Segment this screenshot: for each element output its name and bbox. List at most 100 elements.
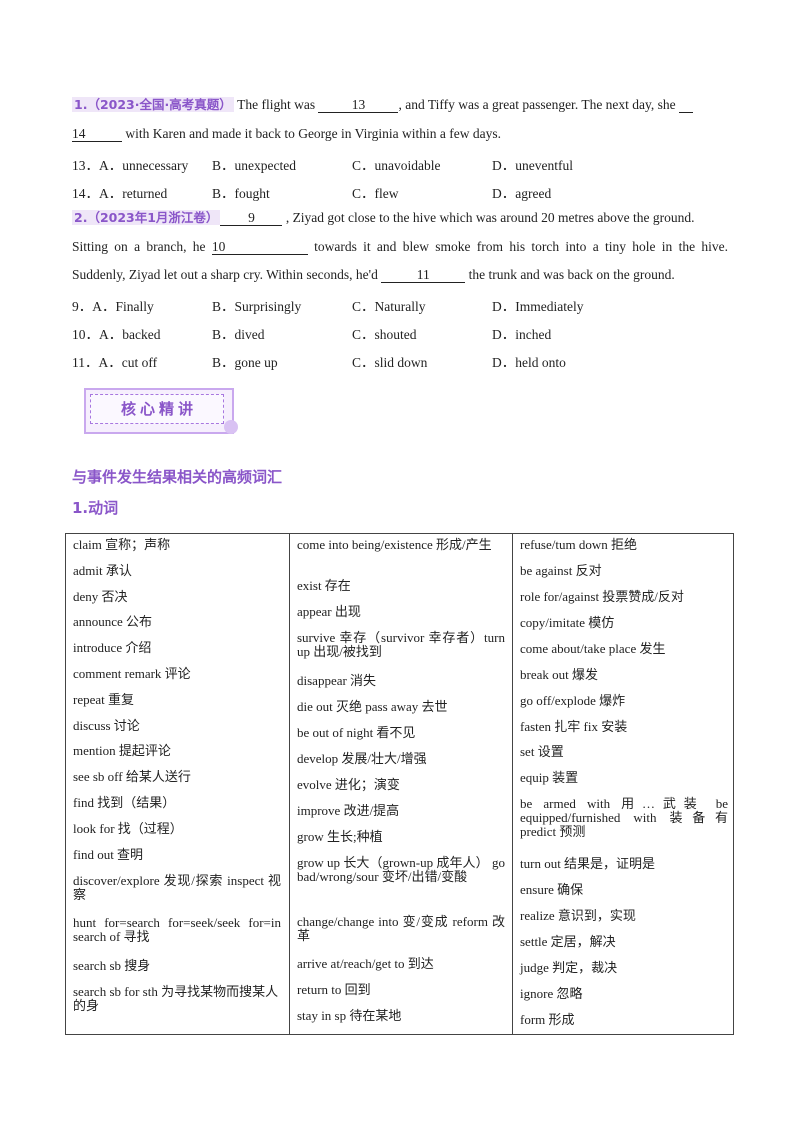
vocab-entry: evolve 进化；演变 [297, 777, 400, 792]
vocab-entry: arrive at/reach/get to 到达 [297, 956, 434, 971]
option-a: A．cut off [98, 355, 158, 370]
option-row-9: 9．A．Finally [72, 295, 154, 315]
vocab-entry: develop 发展/壮大/增强 [297, 751, 427, 766]
vocab-entry: hunt for=search for=seek/seek for=in sea… [73, 915, 281, 944]
option-a: A．backed [99, 327, 161, 342]
option-d: D．inched [492, 327, 552, 342]
option-row-14: 14．A．returned [72, 182, 167, 202]
option-b: B．fought [212, 186, 270, 201]
vocab-entry: settle 定居，解决 [520, 934, 616, 949]
vocab-entry: repeat 重复 [73, 692, 135, 707]
question-2-text-d: Suddenly, Ziyad let out a sharp cry. Wit… [72, 267, 378, 282]
option-a: A．unnecessary [99, 158, 189, 173]
question-1-text-a: The flight was [237, 97, 316, 112]
question-1-line-2: 14 with Karen and made it back to George… [72, 126, 501, 142]
blank-13: 13 [318, 98, 399, 113]
option-c: C．shouted [352, 327, 417, 342]
vocab-table: claim 宣称；声称 admit 承认 deny 否决 announce 公布… [65, 533, 734, 1035]
vocab-entry: role for/against 投票赞成/反对 [520, 589, 684, 604]
question-2-text-c: towards it and blew smoke from his torch… [314, 239, 728, 254]
blank-14-start: ​ [679, 98, 694, 113]
vocab-entry: exist 存在 [297, 578, 351, 593]
option-b: B．Surprisingly [212, 299, 302, 314]
option-a: A．Finally [92, 299, 154, 314]
question-1-line-1: 1.（2023·全国·高考真题） The flight was 13, and … [72, 97, 728, 113]
vocab-entry: grow 生长;种植 [297, 829, 383, 844]
option-row-13: 13．A．unnecessary [72, 154, 188, 174]
vocab-entry: admit 承认 [73, 563, 132, 578]
option-b: B．dived [212, 327, 265, 342]
option-c: C．slid down [352, 355, 428, 370]
vocab-entry: disappear 消失 [297, 673, 377, 688]
option-c: C．flew [352, 186, 399, 201]
vocab-entry: grow up 长大（grown-up 成年人） go bad/wrong/so… [297, 855, 505, 884]
vocab-entry: claim 宣称；声称 [73, 537, 171, 552]
option-b: B．unexpected [212, 158, 296, 173]
option-number: 13． [72, 158, 99, 173]
vocab-entry: return to 回到 [297, 982, 371, 997]
vocab-entry: discover/explore 发现/探索 inspect 视察 [73, 873, 281, 902]
option-d: D．Immediately [492, 299, 584, 314]
option-number: 9． [72, 299, 93, 314]
vocab-entry: find 找到（结果） [73, 795, 176, 810]
vocab-entry: search sb for sth 为寻找某物而搜某人的身 [73, 984, 279, 1013]
option-row-10: 10．A．backed [72, 323, 160, 343]
option-c: C．Naturally [352, 299, 426, 314]
vocab-entry: survive 幸存（survivor 幸存者）turn up 出现/被找到 [297, 630, 505, 659]
subsection-title: 1.动词 [72, 499, 119, 517]
vocab-entry: change/change into 变/变成 reform 改革 [297, 914, 505, 943]
vocab-entry: be against 反对 [520, 563, 602, 578]
blank-14: 14 [72, 127, 122, 142]
vocab-column-1: claim 宣称；声称 admit 承认 deny 否决 announce 公布… [66, 534, 290, 1034]
vocab-entry: refuse/tum down 拒绝 [520, 537, 637, 552]
section-badge: 核心精讲 [84, 388, 238, 434]
option-b: B．gone up [212, 355, 278, 370]
vocab-entry: copy/imitate 模仿 [520, 615, 615, 630]
option-d: D．held onto [492, 355, 566, 370]
vocab-entry: introduce 介绍 [73, 640, 152, 655]
vocab-column-3: refuse/tum down 拒绝 be against 反对 role fo… [513, 534, 735, 1034]
vocab-entry: set 设置 [520, 744, 564, 759]
vocab-entry: ensure 确保 [520, 882, 584, 897]
vocab-entry: ignore 忽略 [520, 986, 583, 1001]
blank-10: 10 [211, 240, 308, 255]
option-number: 11． [72, 355, 99, 370]
vocab-entry: come into being/existence 形成/产生 [297, 537, 492, 552]
badge-inner-frame [90, 394, 224, 424]
vocab-entry: improve 改进/提高 [297, 803, 400, 818]
vocab-entry: appear 出现 [297, 604, 361, 619]
vocab-entry: go off/explode 爆炸 [520, 693, 626, 708]
vocab-entry: judge 判定，裁决 [520, 960, 618, 975]
vocab-entry: deny 否决 [73, 589, 128, 604]
option-number: 14． [72, 186, 99, 201]
vocab-entry: be armed with 用…武装 be equipped/furnished… [520, 796, 728, 839]
question-2-text-b: Sitting on a branch, he [72, 239, 206, 254]
vocab-entry: comment remark 评论 [73, 666, 191, 681]
blank-9: 9 [220, 211, 283, 226]
vocab-entry: stay in sp 待在某地 [297, 1008, 402, 1023]
vocab-entry: find out 查明 [73, 847, 144, 862]
vocab-entry: break out 爆发 [520, 667, 598, 682]
question-2-text-a: , Ziyad got close to the hive which was … [285, 210, 695, 225]
question-1-text-b: , and Tiffy was a great passenger. The n… [398, 97, 676, 112]
vocab-entry: discuss 讨论 [73, 718, 140, 733]
vocab-entry: look for 找（过程） [73, 821, 183, 836]
vocab-entry: realize 意识到，实现 [520, 908, 636, 923]
option-d: D．uneventful [492, 158, 573, 173]
option-d: D．agreed [492, 186, 552, 201]
vocab-entry: turn out 结果是，证明是 [520, 856, 656, 871]
question-2-line-2: Sitting on a branch, he 10 towards it an… [72, 239, 728, 255]
question-2-line-1: 2.（2023年1月浙江卷）9 , Ziyad got close to the… [72, 210, 694, 226]
section-title: 与事件发生结果相关的高频词汇 [72, 468, 283, 486]
vocab-entry: die out 灭绝 pass away 去世 [297, 699, 448, 714]
vocab-entry: equip 装置 [520, 770, 579, 785]
option-row-11: 11．A．cut off [72, 351, 157, 371]
vocab-entry: fasten 扎牢 fix 安装 [520, 719, 628, 734]
option-a: A．returned [99, 186, 168, 201]
blank-11: 11 [381, 268, 466, 283]
vocab-column-2: come into being/existence 形成/产生 exist 存在… [290, 534, 513, 1034]
badge-dot-decoration [224, 420, 238, 434]
question-1-tag: 1.（2023·全国·高考真题） [72, 97, 234, 112]
option-c: C．unavoidable [352, 158, 441, 173]
badge-label: 核心精讲 [120, 400, 197, 418]
